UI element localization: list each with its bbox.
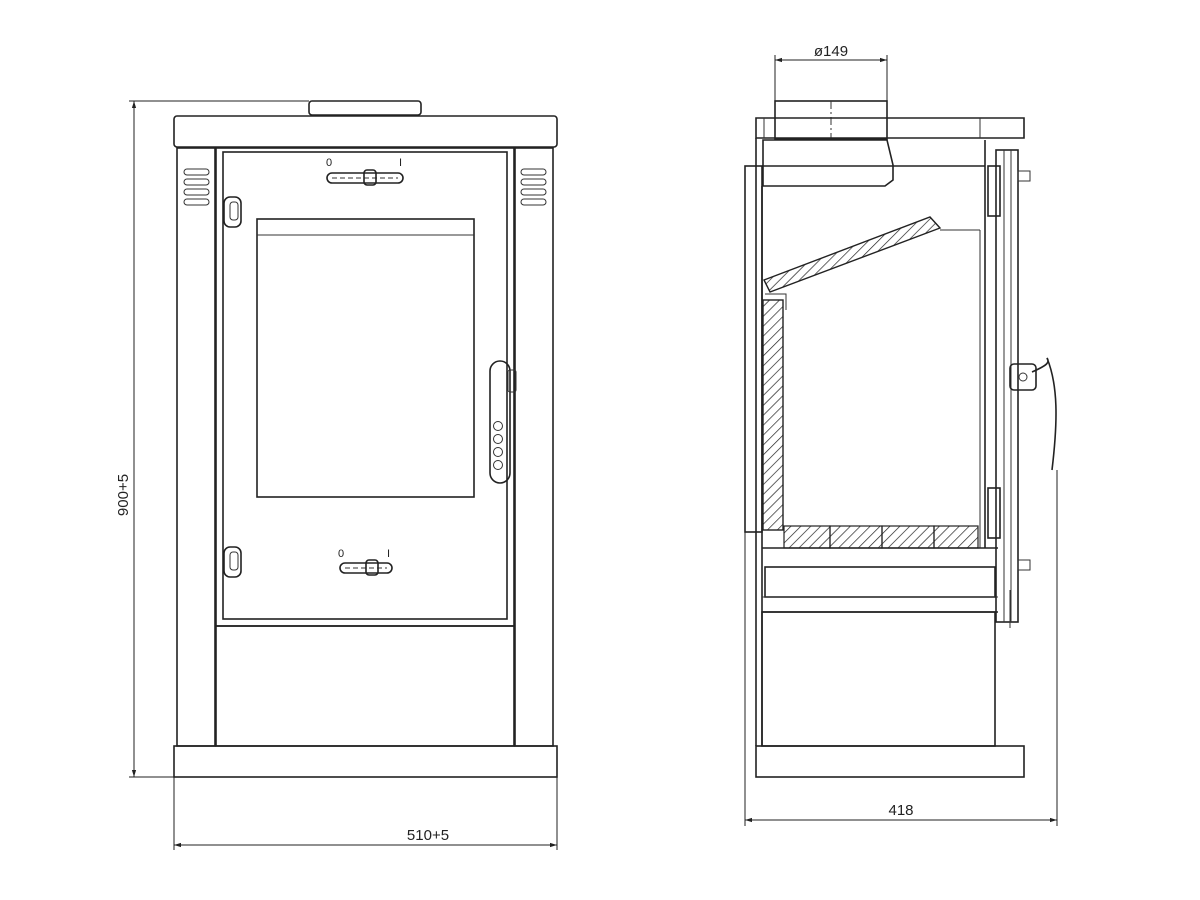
viewing-glass	[256, 218, 475, 498]
door-handle-icon	[489, 360, 517, 484]
floor-firebricks	[783, 525, 979, 549]
right-vent-slots	[520, 168, 547, 206]
baffle-plate	[763, 216, 942, 293]
height-label: 900+5	[115, 474, 132, 516]
bottom-air-control: 0 I	[338, 548, 393, 576]
side-view	[744, 100, 1057, 778]
top-control-mark-1: I	[399, 157, 402, 169]
front-width-dimension: 510+5	[173, 777, 558, 850]
rear-firebrick	[762, 299, 784, 531]
front-top-cap	[308, 100, 422, 116]
front-base	[173, 745, 558, 778]
side-top-plate	[755, 117, 1025, 139]
top-air-control: 0 I	[326, 157, 404, 186]
flue-dimension: ø149	[774, 43, 888, 101]
front-left-pillar	[176, 147, 216, 747]
bottom-control-mark-0: 0	[338, 548, 344, 560]
front-height-dimension: 900+5	[115, 100, 309, 778]
front-top-plate	[173, 115, 558, 148]
depth-label: 418	[888, 802, 913, 819]
depth-dimension: 418	[744, 470, 1058, 826]
front-right-pillar	[514, 147, 554, 747]
side-handle-icon	[1009, 357, 1057, 471]
width-label: 510+5	[407, 827, 449, 844]
front-view: 0 I 0 I	[173, 100, 558, 778]
lower-hinge-icon	[223, 546, 242, 578]
side-back-panel	[744, 165, 763, 533]
front-door-panel	[222, 151, 508, 620]
front-lower-compartment	[215, 625, 515, 747]
flue-diameter-label: ø149	[814, 43, 848, 60]
side-lower-body	[761, 611, 996, 747]
side-base	[755, 745, 1025, 778]
side-door	[987, 149, 1031, 628]
top-control-mark-0: 0	[326, 157, 332, 169]
bottom-control-mark-1: I	[387, 548, 390, 560]
upper-hinge-icon	[223, 196, 242, 228]
ash-pan	[764, 566, 996, 598]
left-vent-slots	[183, 168, 210, 206]
